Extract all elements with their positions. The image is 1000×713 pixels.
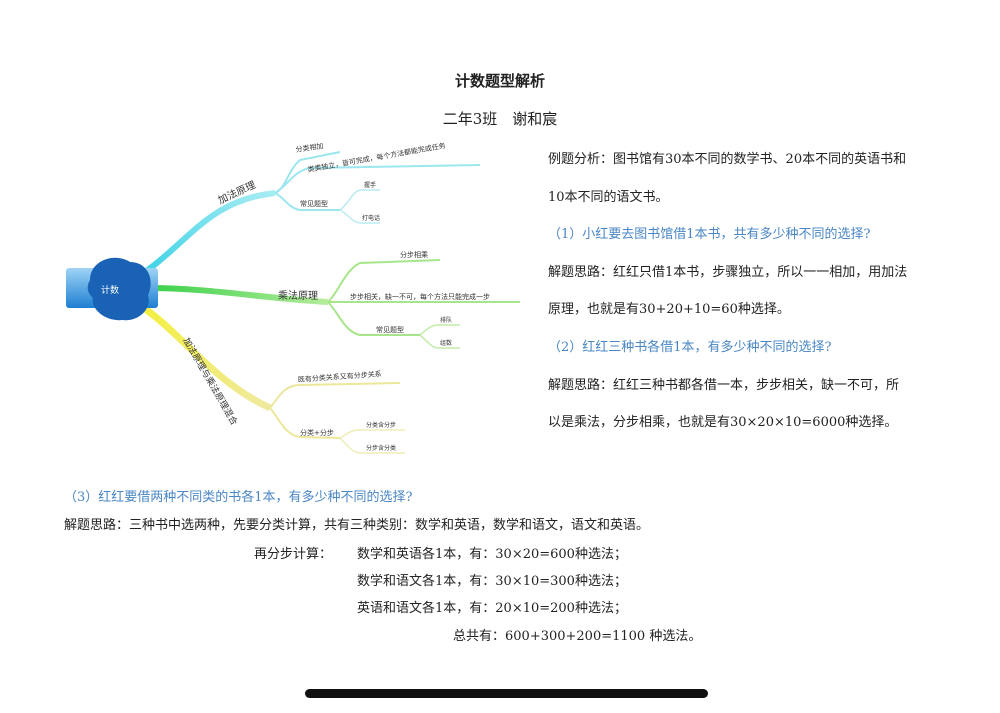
root-node: 计数 <box>66 257 158 321</box>
question-2: （2）红红三种书各借1本，有多少种不同的选择? <box>548 340 832 355</box>
answer-1-line-1: 解题思路：红红只借1本书，步骤独立，所以一一相加，用加法 <box>548 265 908 280</box>
node-addition-c1: 分类相加 <box>295 141 324 154</box>
node-multiplication-c3b: 组数 <box>440 339 452 347</box>
branch-addition-connector <box>274 192 340 211</box>
answer-2-line-1: 解题思路：红红三种书都各借一本，步步相关，缺一不可，所 <box>548 378 900 393</box>
branch-addition-connector <box>274 164 481 194</box>
branch-multiplication-connector <box>327 301 420 336</box>
total-line: 总共有：600+300+200=1100 种选法。 <box>453 629 702 644</box>
answer-3: 解题思路：三种书中选两种，先要分类计算，共有三种类别：数学和英语，数学和语文，语… <box>64 518 650 533</box>
node-multiplication-c2: 步步相关，缺一不可，每个方法只能完成一步 <box>350 292 490 301</box>
node-mixed-c2: 分类+分步 <box>300 428 334 437</box>
step-2: 数学和语文各1本，有：30×10=300种选法； <box>357 574 627 589</box>
branch-mixed-connector <box>269 407 341 439</box>
node-addition-c3b: 打电话 <box>362 214 380 222</box>
node-addition-c3: 常见题型 <box>300 199 328 208</box>
branch-multiplication-connector <box>327 259 441 303</box>
document-subtitle: 二年3班 谢和宸 <box>442 110 558 128</box>
node-addition-c2: 类类独立，皆可完成，每个方法都能完成任务 <box>307 141 446 174</box>
step-3: 英语和语文各1本，有：20×10=200种选法； <box>357 601 627 616</box>
branch-addition-connector <box>339 209 380 224</box>
node-mixed-c1: 既有分类关系又有分步关系 <box>298 369 382 384</box>
node-mixed-c2a: 分类含分步 <box>366 421 396 429</box>
root-label: 计数 <box>101 284 119 296</box>
mind-map: 计数 加法原理 分类相加 类类独立，皆可完成，每个方法都能完成任务 常见题型 握… <box>66 141 520 454</box>
example-text-cont: 10本不同的语文书。 <box>548 190 669 205</box>
step-1: 数学和英语各1本，有：30×20=600种选法； <box>357 547 627 562</box>
home-indicator[interactable] <box>305 689 708 698</box>
node-multiplication-c3a: 排队 <box>440 316 452 324</box>
branch-multiplication-connector <box>419 324 460 336</box>
node-addition-c3a: 握手 <box>364 181 376 189</box>
document-title: 计数题型解析 <box>454 72 545 90</box>
question-3: （3）红红要借两种不同类的书各1本，有多少种不同的选择? <box>64 490 413 505</box>
branch-mixed-connector <box>269 382 401 409</box>
branch-addition-connector <box>339 189 380 211</box>
node-multiplication-c3: 常见题型 <box>376 325 404 334</box>
branch-multiplication-line <box>147 285 329 305</box>
branch-multiplication-connector <box>419 334 460 349</box>
branch-mixed-connector <box>339 429 405 439</box>
node-mixed-c2b: 分步含分类 <box>366 444 396 452</box>
example-text: 例题分析：图书馆有30本不同的数学书、20本不同的英语书和 <box>548 152 907 167</box>
answer-2-line-2: 以是乘法，分步相乘，也就是有30×20×10=6000种选择。 <box>548 415 898 430</box>
node-multiplication-c1: 分步相乘 <box>400 250 428 259</box>
branch-addition-line <box>143 190 276 275</box>
branch-multiplication-label: 乘法原理 <box>278 289 318 302</box>
branch-mixed-line <box>133 299 272 412</box>
step-label: 再分步计算： <box>254 547 333 562</box>
question-1: （1）小红要去图书馆借1本书，共有多少种不同的选择? <box>548 227 871 242</box>
answer-1-line-2: 原理，也就是有30+20+10=60种选择。 <box>548 302 790 317</box>
branch-mixed-connector <box>339 437 405 454</box>
